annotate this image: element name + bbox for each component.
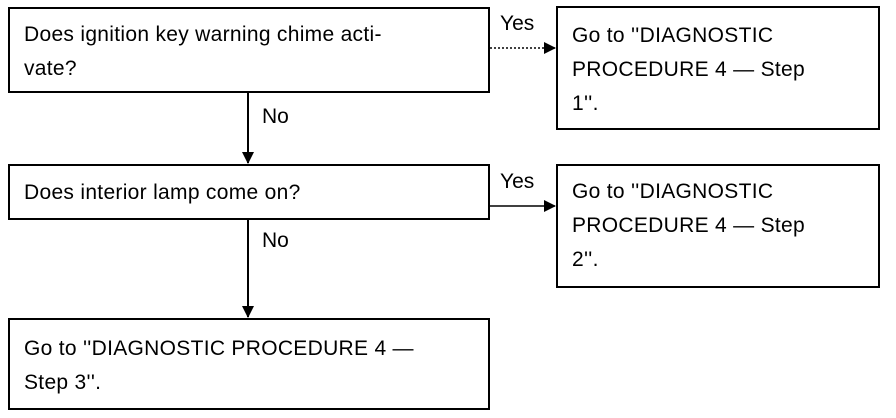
final-result-box: Go to ''DIAGNOSTIC PROCEDURE 4 — Step 3'… [8, 318, 490, 410]
question-2-yes-result-text: Go to ''DIAGNOSTIC PROCEDURE 4 — Step 2'… [572, 180, 805, 271]
question-2-yes-result-box: Go to ''DIAGNOSTIC PROCEDURE 4 — Step 2'… [556, 164, 880, 288]
question-1-text: Does ignition key warning chime acti- va… [24, 23, 382, 80]
final-result-text: Go to ''DIAGNOSTIC PROCEDURE 4 — Step 3'… [24, 337, 414, 394]
question-1-yes-result-text: Go to ''DIAGNOSTIC PROCEDURE 4 — Step 1'… [572, 24, 805, 115]
question-2-text: Does interior lamp come on? [24, 181, 301, 204]
question-2-no-label: No [262, 229, 289, 252]
question-1-yes-label: Yes [500, 12, 535, 35]
question-1-box: Does ignition key warning chime acti- va… [8, 7, 490, 93]
question-1-yes-result-box: Go to ''DIAGNOSTIC PROCEDURE 4 — Step 1'… [556, 6, 880, 130]
question-1-no-label: No [262, 105, 289, 128]
question-2-box: Does interior lamp come on? [8, 164, 490, 220]
question-2-yes-label: Yes [500, 170, 535, 193]
